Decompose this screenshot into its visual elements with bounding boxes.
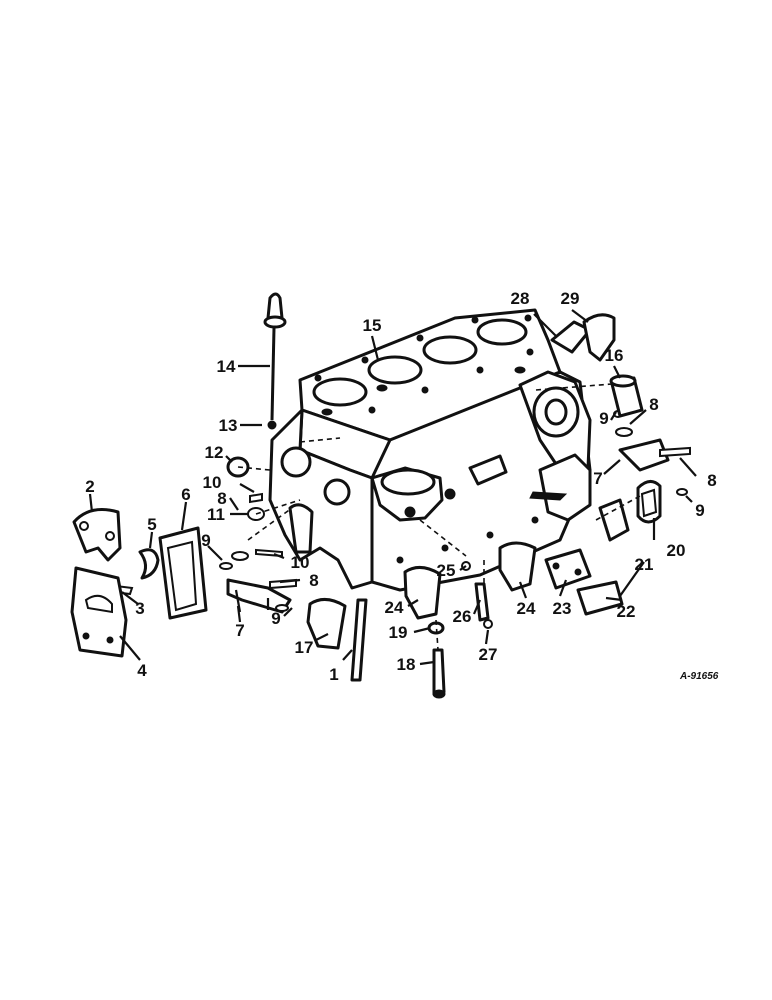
- main-bearing-cap-rear: [498, 541, 537, 592]
- callout-25: 25: [437, 561, 456, 580]
- callout-7-right: 7: [593, 469, 602, 488]
- front-bearing-cap: [72, 508, 122, 562]
- drawing-code: A-91656: [679, 671, 719, 682]
- side-cover: [576, 580, 624, 616]
- front-plate-gasket: [158, 526, 208, 620]
- callout-10-lower: 10: [291, 553, 310, 572]
- callout-11: 11: [207, 505, 225, 524]
- callout-29: 29: [561, 289, 580, 308]
- callout-5: 5: [147, 515, 156, 534]
- callout-22: 22: [617, 602, 636, 621]
- thrust-washer: [138, 548, 160, 580]
- callout-8-right-upper: 8: [649, 395, 658, 414]
- front-plate: [70, 566, 128, 658]
- deck-bolt-holes: [314, 314, 534, 414]
- callout-3: 3: [135, 599, 144, 618]
- callout-13: 13: [219, 416, 238, 435]
- callout-15: 15: [363, 316, 382, 335]
- gauge-rod-plug: [267, 420, 277, 430]
- callout-8-left-upper: 8: [217, 489, 226, 508]
- callout-9-right-lower: 9: [695, 501, 704, 520]
- cap-bolt: [427, 621, 446, 699]
- callout-26: 26: [453, 607, 472, 626]
- callout-21: 21: [635, 555, 654, 574]
- callout-27: 27: [479, 645, 498, 664]
- cylinder-block: [268, 308, 592, 592]
- side-cover-gasket: [544, 548, 592, 590]
- callout-24-left: 24: [385, 598, 404, 617]
- rear-bushing: [609, 374, 644, 418]
- callout-6: 6: [181, 485, 190, 504]
- callout-leaders: [88, 309, 697, 666]
- stud: [474, 582, 493, 629]
- callout-17: 17: [295, 638, 314, 657]
- callout-19: 19: [389, 623, 408, 642]
- callout-8-right-lower: 8: [707, 471, 716, 490]
- oil-pump-tube: [350, 598, 368, 682]
- callout-9-right-upper: 9: [599, 409, 608, 428]
- callout-12: 12: [205, 443, 224, 462]
- callout-4: 4: [137, 661, 147, 680]
- callout-10-upper: 10: [203, 473, 222, 492]
- callout-20: 20: [667, 541, 686, 560]
- main-bearing-cap-front: [306, 598, 347, 650]
- callout-1: 1: [329, 665, 338, 684]
- fuel-pump-gasket: [598, 498, 630, 542]
- callout-2: 2: [85, 477, 94, 496]
- callout-9-left-upper: 9: [201, 531, 210, 550]
- alignment-lines: [237, 383, 641, 651]
- callout-14: 14: [217, 357, 236, 376]
- callout-24-right: 24: [517, 599, 536, 618]
- callout-23: 23: [553, 599, 572, 618]
- callout-9-left-lower: 9: [271, 609, 280, 628]
- callout-8-left-lower: 8: [309, 571, 318, 590]
- oil-gauge-rod: [263, 292, 287, 421]
- fuel-pump-pad-cover: [636, 480, 662, 524]
- main-bearing-cap-center: [403, 566, 442, 620]
- callout-labels: 1 2 3 4 5 6 7 7 8 8 8 8 9 9 9 9 10 10 11…: [85, 289, 716, 684]
- callout-16: 16: [605, 346, 624, 365]
- callout-7-left: 7: [235, 621, 244, 640]
- callout-28: 28: [511, 289, 530, 308]
- callout-18: 18: [397, 655, 416, 674]
- rear-cover: [582, 313, 616, 362]
